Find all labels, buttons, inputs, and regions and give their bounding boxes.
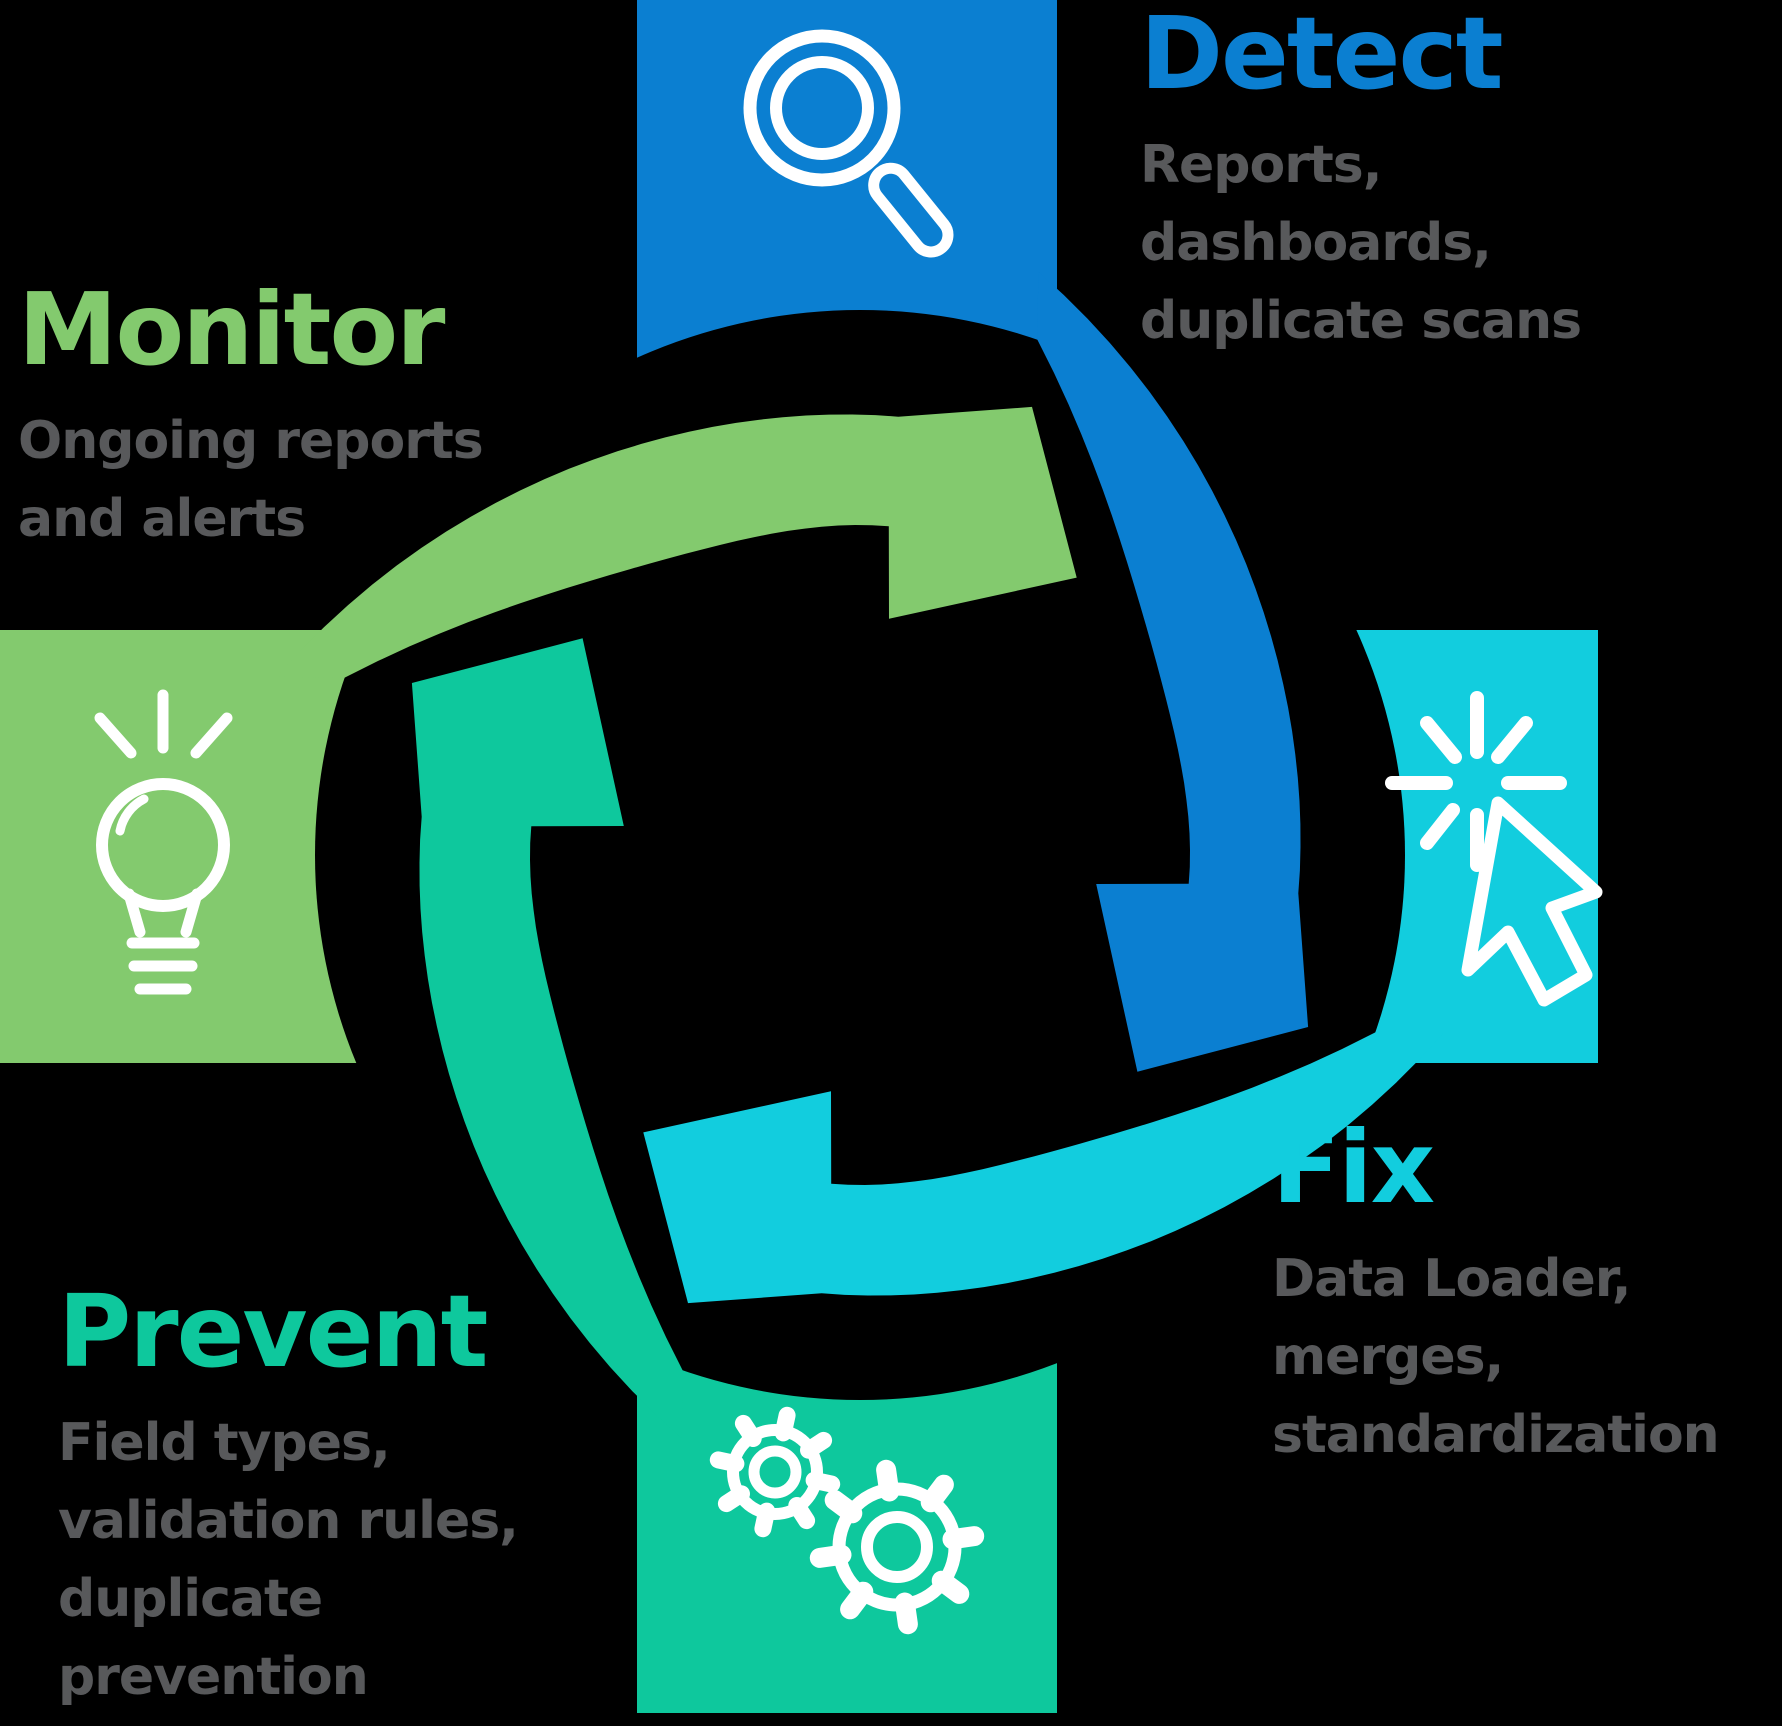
detect-title: Detect <box>1140 0 1504 112</box>
fix-description: Data Loader, merges, standardization <box>1272 1249 1720 1465</box>
prevent-arrow <box>411 638 683 1439</box>
magnifier-icon <box>743 29 954 258</box>
prevent-label: Prevent Field types, validation rules, d… <box>58 1273 519 1716</box>
monitor-arrow <box>276 406 1077 678</box>
cycle-arrows <box>276 271 1444 1439</box>
prevent-title: Prevent <box>58 1273 488 1390</box>
detect-label: Detect Reports, dashboards, duplicate sc… <box>1140 0 1582 360</box>
cursor-click-icon <box>1385 691 1603 1007</box>
monitor-description: Ongoing reports and alerts <box>18 411 484 549</box>
detect-description: Reports, dashboards, duplicate scans <box>1140 135 1582 351</box>
monitor-label: Monitor Ongoing reports and alerts <box>18 271 484 558</box>
fix-title: Fix <box>1272 1109 1435 1226</box>
center-disc <box>315 310 1405 1400</box>
gears-icon <box>709 1406 985 1635</box>
lightbulb-icon <box>94 689 233 995</box>
prevent-description: Field types, validation rules, duplicate… <box>58 1413 519 1707</box>
fix-arrow <box>643 1032 1444 1304</box>
monitor-square <box>0 630 360 1063</box>
detect-arrow <box>1037 271 1309 1072</box>
fix-label: Fix Data Loader, merges, standardization <box>1272 1109 1720 1474</box>
monitor-title: Monitor <box>18 271 446 388</box>
